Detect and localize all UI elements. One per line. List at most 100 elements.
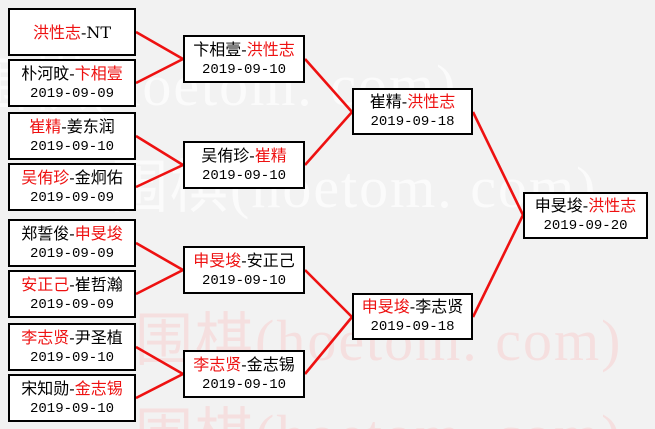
separator: - [80,22,87,42]
match-players: 卞相壹-洪性志 [193,39,294,60]
separator: - [241,354,247,374]
connector-line [304,58,353,113]
match-date: 2019-09-18 [370,319,455,335]
player-name: 李志贤 [21,327,70,347]
player-name: 崔哲瀚 [74,274,123,294]
match-box-r2-3: 申旻埈-安正己 2019-09-10 [183,246,305,294]
match-box-final: 申旻埈-洪性志 2019-09-20 [523,192,648,239]
player-name: 崔精 [369,92,402,111]
player-name: 崔精 [29,116,62,136]
player-name: 吴侑珍 [21,167,70,187]
connector-line [135,345,184,376]
player-name: 朴河旼 [21,63,70,83]
match-box-r2-2: 吴侑珍-崔精 2019-09-10 [183,141,305,189]
match-box-r1-7: 李志贤-尹圣植 2019-09-10 [8,323,136,371]
player-name: 吴侑珍 [201,145,250,165]
match-players: 崔精-姜东润 [29,116,114,137]
connector-line [471,214,525,318]
connector-line [135,57,184,85]
separator: - [249,145,255,165]
match-date: 2019-09-10 [29,349,114,366]
separator: - [401,92,408,111]
match-players: 吴侑珍-崔精 [201,145,286,166]
match-players: 郑誓俊-申旻埈 [21,223,122,244]
connector-line [135,372,184,400]
match-players: 朴河旼-卞相壹 [21,63,122,84]
match-players: 吴侑珍-金炯佑 [21,167,122,188]
player-name: 卞相壹 [74,63,123,83]
match-box-r1-4: 吴侑珍-金炯佑 2019-09-09 [8,163,136,211]
connector-line [135,163,184,189]
player-name: 安正己 [21,274,70,294]
separator: - [69,167,75,187]
connector-line [304,111,353,166]
player-name: 金志锡 [74,378,123,398]
player-name: 李志贤 [415,297,464,316]
separator: - [69,327,75,347]
player-name: 申旻埈 [74,223,123,243]
match-date: 2019-09-09 [29,245,114,262]
connector-line [471,111,525,216]
player-name: 金炯佑 [74,167,123,187]
match-date: 2019-09-10 [201,61,286,78]
match-date: 2019-09-18 [370,114,455,130]
separator: - [409,297,416,316]
match-box-r1-1: 洪性志-NT [8,8,136,56]
player-name: 洪性志 [246,39,295,59]
separator: - [69,63,75,83]
match-box-sf-1: 崔精-洪性志 2019-09-18 [352,88,473,135]
match-players: 申旻埈-安正己 [193,250,294,271]
player-name: 尹圣植 [74,327,123,347]
match-box-sf-2: 申旻埈-李志贤 2019-09-18 [352,293,473,340]
match-date: 2019-09-09 [29,85,114,102]
match-players: 安正己-崔哲瀚 [21,274,122,295]
player-name: 金志锡 [246,354,295,374]
player-name: 姜东润 [66,116,115,136]
match-date: 2019-09-10 [29,138,114,155]
match-players: 洪性志-NT [33,22,111,43]
match-date: 2019-09-10 [201,272,286,289]
match-date: 2019-09-09 [29,189,114,206]
match-players: 李志贤-尹圣植 [21,327,122,348]
separator: - [582,196,589,215]
player-name: 洪性志 [32,22,81,42]
player-name: 崔精 [254,145,287,165]
match-box-r1-8: 宋知勋-金志锡 2019-09-10 [8,374,136,422]
match-date: 2019-09-10 [201,376,286,393]
separator: - [241,250,247,270]
match-box-r2-1: 卞相壹-洪性志 2019-09-10 [183,35,305,83]
player-name: 洪性志 [588,196,637,215]
player-name: 郑誓俊 [21,223,70,243]
player-name: NT [86,22,112,42]
player-name: 申旻埈 [534,196,583,215]
match-date: 2019-09-10 [29,400,114,417]
connector-line [135,241,184,272]
match-players: 宋知勋-金志锡 [21,378,122,399]
match-players: 申旻埈-李志贤 [362,296,463,317]
match-box-r1-2: 朴河旼-卞相壹 2019-09-09 [8,59,136,107]
match-box-r2-4: 李志贤-金志锡 2019-09-10 [183,350,305,398]
separator: - [69,378,75,398]
player-name: 洪性志 [407,92,456,111]
player-name: 申旻埈 [361,297,410,316]
separator: - [61,116,67,136]
match-box-r1-3: 崔精-姜东润 2019-09-10 [8,112,136,160]
connector-line [135,30,184,61]
match-players: 崔精-洪性志 [370,91,455,112]
match-box-r1-5: 郑誓俊-申旻埈 2019-09-09 [8,219,136,267]
watermark-text: 围棋(hoetom. com) [135,388,622,429]
player-name: 李志贤 [193,354,242,374]
player-name: 宋知勋 [21,378,70,398]
match-date: 2019-09-20 [543,218,628,234]
player-name: 卞相壹 [193,39,242,59]
match-date: 2019-09-09 [29,296,114,313]
connector-line [303,316,354,375]
separator: - [69,274,75,294]
match-date: 2019-09-10 [201,167,286,184]
connector-line [135,134,184,167]
connector-line [304,269,353,318]
player-name: 申旻埈 [193,250,242,270]
match-box-r1-6: 安正己-崔哲瀚 2019-09-09 [8,270,136,318]
